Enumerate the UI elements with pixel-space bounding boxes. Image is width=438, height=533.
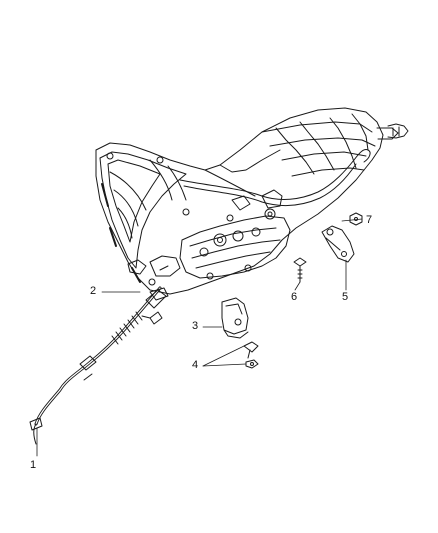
callout-5: 5: [342, 291, 349, 303]
fasteners: [243, 341, 259, 369]
callout-1: 1: [30, 459, 37, 471]
callout-6: 6: [291, 291, 298, 303]
callout-3: 3: [192, 320, 199, 332]
callout-2: 2: [90, 285, 97, 297]
leader-lines: [36, 218, 363, 457]
callout-7: 7: [366, 214, 373, 226]
cable-bracket: [221, 297, 249, 339]
shift-cable: [29, 286, 169, 445]
mount-bolt: [293, 257, 307, 283]
hex-nut: [349, 212, 363, 226]
callout-4: 4: [192, 359, 199, 371]
transmission-assembly: [95, 107, 409, 295]
shift-lever: [321, 225, 355, 263]
